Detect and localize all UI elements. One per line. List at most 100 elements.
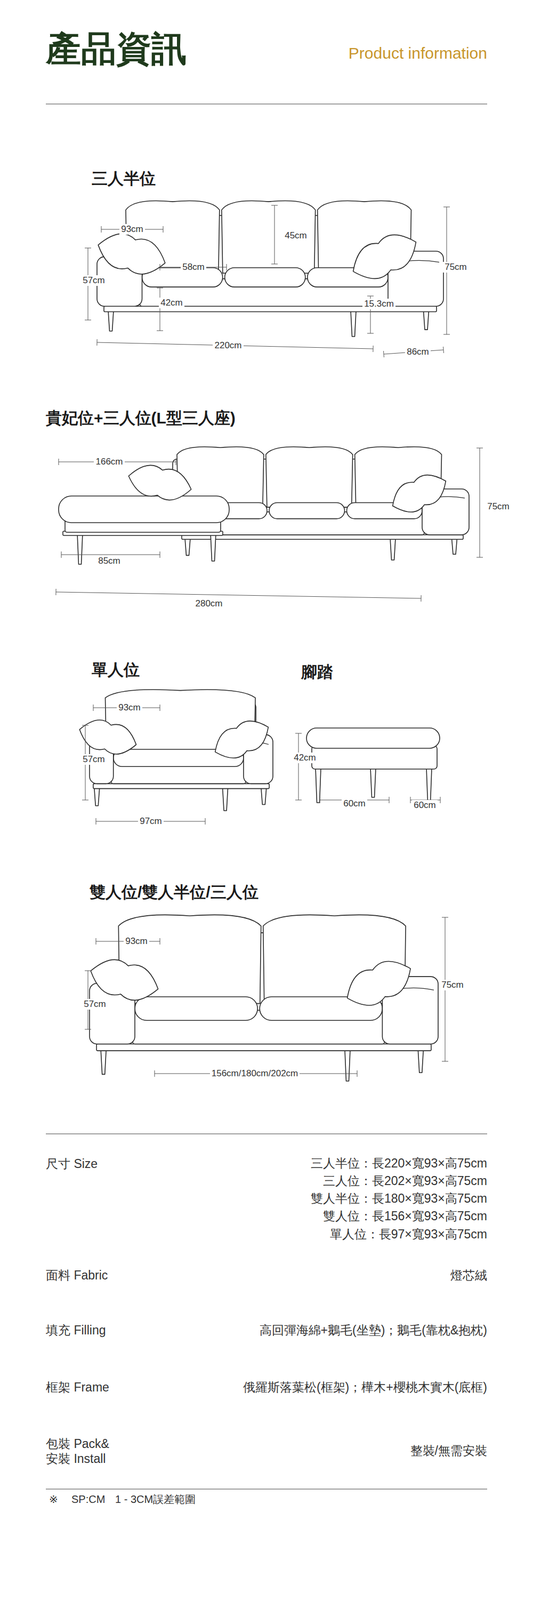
outline bbox=[269, 502, 345, 519]
outline bbox=[390, 537, 396, 560]
dimension-stroke bbox=[61, 554, 160, 555]
spec-value: 高回彈海綿+鵝毛(坐墊)；鵝毛(靠枕&抱枕) bbox=[259, 1322, 488, 1338]
dimension-tick bbox=[440, 796, 441, 803]
spec-value: 三人半位：長220×寬93×高75cm bbox=[310, 1155, 488, 1171]
outline bbox=[345, 225, 424, 288]
dimension-label: 220cm bbox=[212, 340, 244, 351]
label-wrap: 尺寸 Size bbox=[45, 1156, 98, 1172]
label-wrap: 燈芯絨 bbox=[450, 1267, 488, 1283]
outline bbox=[315, 767, 321, 803]
dimension-line bbox=[55, 588, 422, 602]
label-wrap: 45cm bbox=[283, 230, 309, 241]
sofa-drawing bbox=[86, 914, 439, 1081]
dimension-tick bbox=[101, 225, 102, 233]
spec-value: 燈芯絨 bbox=[450, 1267, 488, 1283]
outline bbox=[184, 537, 191, 555]
dimension-tick bbox=[159, 551, 161, 558]
section-heading: 貴妃位+三人位(L型三人座) bbox=[45, 408, 236, 428]
rule-line bbox=[45, 103, 488, 104]
spec-key: 框架 Frame bbox=[45, 1379, 110, 1395]
label-wrap: Product information bbox=[348, 43, 488, 63]
dimension-tick bbox=[442, 346, 444, 353]
dimension-stroke bbox=[298, 732, 300, 800]
label-wrap: 93cm bbox=[116, 701, 143, 713]
dimension-tick bbox=[159, 704, 161, 711]
dimension-tick bbox=[410, 796, 411, 803]
label-wrap: 60cm bbox=[412, 799, 438, 811]
spec-key: 包裝 Pack& 安裝 Install bbox=[45, 1435, 116, 1466]
dimension-label: 57cm bbox=[82, 998, 108, 1009]
dimension-line bbox=[383, 346, 444, 358]
outline bbox=[370, 767, 376, 797]
outline bbox=[224, 267, 306, 287]
label-wrap: 57cm bbox=[81, 753, 107, 765]
dimension-label: 75cm bbox=[485, 501, 512, 512]
dimension-tick bbox=[82, 724, 89, 726]
dimension-tick bbox=[441, 1060, 449, 1062]
outline bbox=[58, 495, 230, 523]
label-wrap: 腳踏 bbox=[301, 661, 334, 682]
label-wrap: 包裝 Pack& 安裝 Install bbox=[45, 1435, 116, 1466]
label-wrap: 220cm bbox=[212, 340, 244, 351]
label-wrap: 三人半位 bbox=[91, 168, 156, 189]
dimension-label: 93cm bbox=[119, 223, 145, 235]
spec-key: 面料 Fabric bbox=[45, 1267, 108, 1283]
note-mark: ※ bbox=[49, 1491, 59, 1505]
dimension-stroke bbox=[159, 287, 161, 331]
dimension-label: 42cm bbox=[292, 752, 318, 763]
outline bbox=[100, 1048, 107, 1074]
label-wrap: 166cm bbox=[93, 456, 125, 467]
dimension-tick bbox=[271, 263, 278, 265]
dimension-line bbox=[271, 205, 278, 264]
dimension-tick bbox=[476, 447, 483, 449]
label-wrap: 93cm bbox=[119, 223, 145, 235]
outline bbox=[210, 533, 216, 561]
outline bbox=[451, 537, 458, 554]
spec-value: 三人位：長202×寬93×高75cm bbox=[322, 1173, 488, 1189]
spec-value: 單人位：長97×寬93×高75cm bbox=[329, 1226, 488, 1242]
dimension-tick bbox=[93, 704, 94, 711]
outline bbox=[423, 310, 430, 330]
dimension-tick bbox=[156, 330, 164, 331]
dimension-label: 86cm bbox=[405, 346, 431, 358]
section-heading: 雙人位/雙人半位/三人位 bbox=[89, 882, 259, 902]
dimension-tick bbox=[95, 817, 97, 825]
dimension-tick bbox=[58, 458, 60, 465]
label-wrap: 貴妃位+三人位(L型三人座) bbox=[45, 408, 236, 428]
dimension-tick bbox=[159, 263, 161, 271]
dimension-stroke bbox=[479, 447, 481, 557]
label-wrap: 整裝/無需安裝 bbox=[410, 1442, 488, 1458]
dimension-tick bbox=[367, 333, 374, 334]
spec-key: 填充 Filling bbox=[45, 1322, 106, 1338]
dimension-tick bbox=[84, 1028, 92, 1030]
dimension-line bbox=[156, 287, 164, 331]
outline bbox=[265, 446, 353, 507]
spec-value: 俄羅斯落葉松(框架)；樺木+櫻桃木實木(底框) bbox=[243, 1379, 488, 1395]
ottoman-drawing bbox=[306, 727, 440, 803]
outline bbox=[306, 727, 440, 748]
label-wrap: 俄羅斯落葉松(框架)；樺木+櫻桃木實木(底框) bbox=[243, 1379, 488, 1395]
label-wrap: 58cm bbox=[180, 261, 207, 273]
label-wrap: 60cm bbox=[341, 797, 368, 809]
sofa-drawing bbox=[93, 200, 444, 337]
dimension-line bbox=[476, 447, 483, 557]
dimension-tick bbox=[96, 338, 98, 346]
outline bbox=[426, 767, 432, 803]
label-wrap: 85cm bbox=[96, 555, 123, 567]
label-wrap: 1 - 3CM誤差範圍 bbox=[115, 1491, 196, 1505]
dimension-label: 97cm bbox=[138, 815, 164, 827]
label-wrap: 單人位 bbox=[91, 659, 140, 680]
dimension-tick bbox=[372, 345, 374, 352]
dimension-label: 15.3cm bbox=[362, 298, 396, 310]
label-wrap: 97cm bbox=[138, 815, 164, 827]
dimension-tick bbox=[82, 799, 89, 801]
dimension-tick bbox=[84, 970, 92, 971]
label-wrap: 57cm bbox=[81, 275, 107, 286]
dimension-label: 156cm/180cm/202cm bbox=[210, 1067, 301, 1079]
outline bbox=[417, 1048, 424, 1072]
label-wrap: 三人位：長202×寬93×高75cm bbox=[322, 1173, 488, 1189]
outline bbox=[386, 467, 452, 520]
dimension-tick bbox=[61, 551, 62, 558]
dimension-line bbox=[97, 338, 374, 352]
